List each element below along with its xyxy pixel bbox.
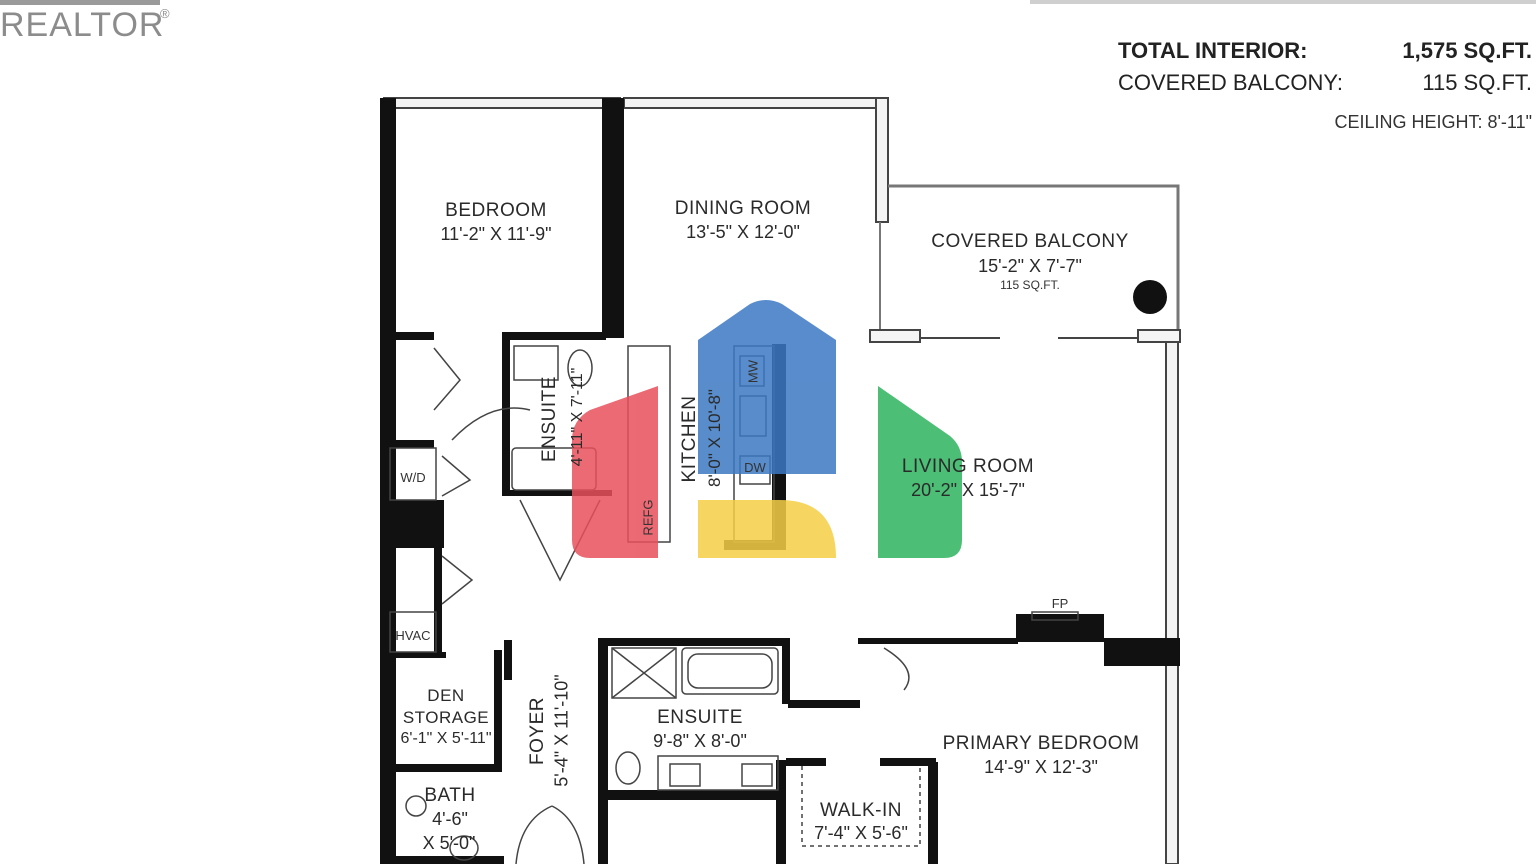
- kitchen-dims: 8'-0" X 10'-8": [705, 389, 724, 487]
- column: [1133, 280, 1167, 314]
- fireplace-tag: FP: [1051, 596, 1069, 611]
- living-room-name: LIVING ROOM: [901, 456, 1035, 477]
- balcony-area-value: 115 SQ.FT.: [1422, 70, 1532, 95]
- total-interior-label: TOTAL INTERIOR:: [1118, 38, 1308, 63]
- bath-dims-1: 4'-6": [432, 809, 468, 829]
- dishwasher-tag: DW: [744, 460, 766, 475]
- balcony-dims: 15'-2" X 7'-7": [978, 256, 1082, 276]
- ensuite-small-dims: 4'-11" X 7'-11": [569, 367, 586, 467]
- balcony-name: COVERED BALCONY: [931, 231, 1129, 252]
- wall-bedroom-dining: [602, 98, 624, 338]
- wall-left: [380, 98, 396, 864]
- window-living: [1165, 341, 1179, 864]
- total-interior-value: 1,575 SQ.FT.: [1402, 38, 1532, 63]
- balcony-area: 115 SQ.FT.: [1000, 278, 1060, 292]
- walk-in-name: WALK-IN: [820, 800, 902, 821]
- foyer-dims: 5'-4" X 11'-10": [551, 674, 572, 787]
- ensuite-main-name: ENSUITE: [657, 707, 743, 728]
- den-storage-name-1: DEN: [427, 686, 465, 705]
- walk-in-dims: 7'-4" X 5'-6": [814, 823, 908, 843]
- ceiling-height: CEILING HEIGHT: 8'-11": [1334, 112, 1532, 132]
- hvac-tag: HVAC: [395, 628, 431, 643]
- watermark-logo: [572, 300, 962, 558]
- primary-bedroom-name: PRIMARY BEDROOM: [942, 733, 1140, 754]
- primary-bedroom-dims: 14'-9" X 12'-3": [984, 757, 1098, 777]
- dining-room-dims: 13'-5" X 12'-0": [686, 222, 800, 242]
- den-storage-name-2: STORAGE: [402, 708, 490, 727]
- bedroom-dims: 11'-2" X 11'-9": [440, 224, 552, 244]
- balcony-area-label: COVERED BALCONY:: [1118, 70, 1343, 95]
- dining-room-name: DINING ROOM: [674, 198, 812, 219]
- realtor-logo: REALTOR: [0, 6, 165, 44]
- header-strip: [1030, 0, 1536, 4]
- window-bedroom: [383, 97, 621, 109]
- kitchen-name: KITCHEN: [679, 395, 700, 483]
- ensuite-small-name: ENSUITE: [539, 376, 560, 462]
- refrigerator-tag: REFG: [640, 499, 656, 536]
- ensuite-main-dims: 9'-8" X 8'-0": [653, 731, 747, 751]
- washer-dryer-tag: W/D: [400, 470, 426, 485]
- balcony-railing: [888, 184, 1180, 334]
- foyer-name: FOYER: [527, 697, 548, 765]
- window-dining: [623, 97, 887, 109]
- microwave-tag: MW: [745, 359, 761, 384]
- bath-dims-2: X 5'-0": [422, 833, 476, 853]
- bedroom-name: BEDROOM: [445, 200, 547, 221]
- den-storage-dims: 6'-1" X 5'-11": [400, 730, 492, 747]
- registered-mark: ®: [160, 6, 170, 21]
- bath-name: BATH: [424, 785, 476, 806]
- logo-bar: [0, 0, 160, 5]
- living-room-dims: 20'-2" X 15'-7": [911, 480, 1025, 500]
- window-dining-side: [875, 97, 889, 223]
